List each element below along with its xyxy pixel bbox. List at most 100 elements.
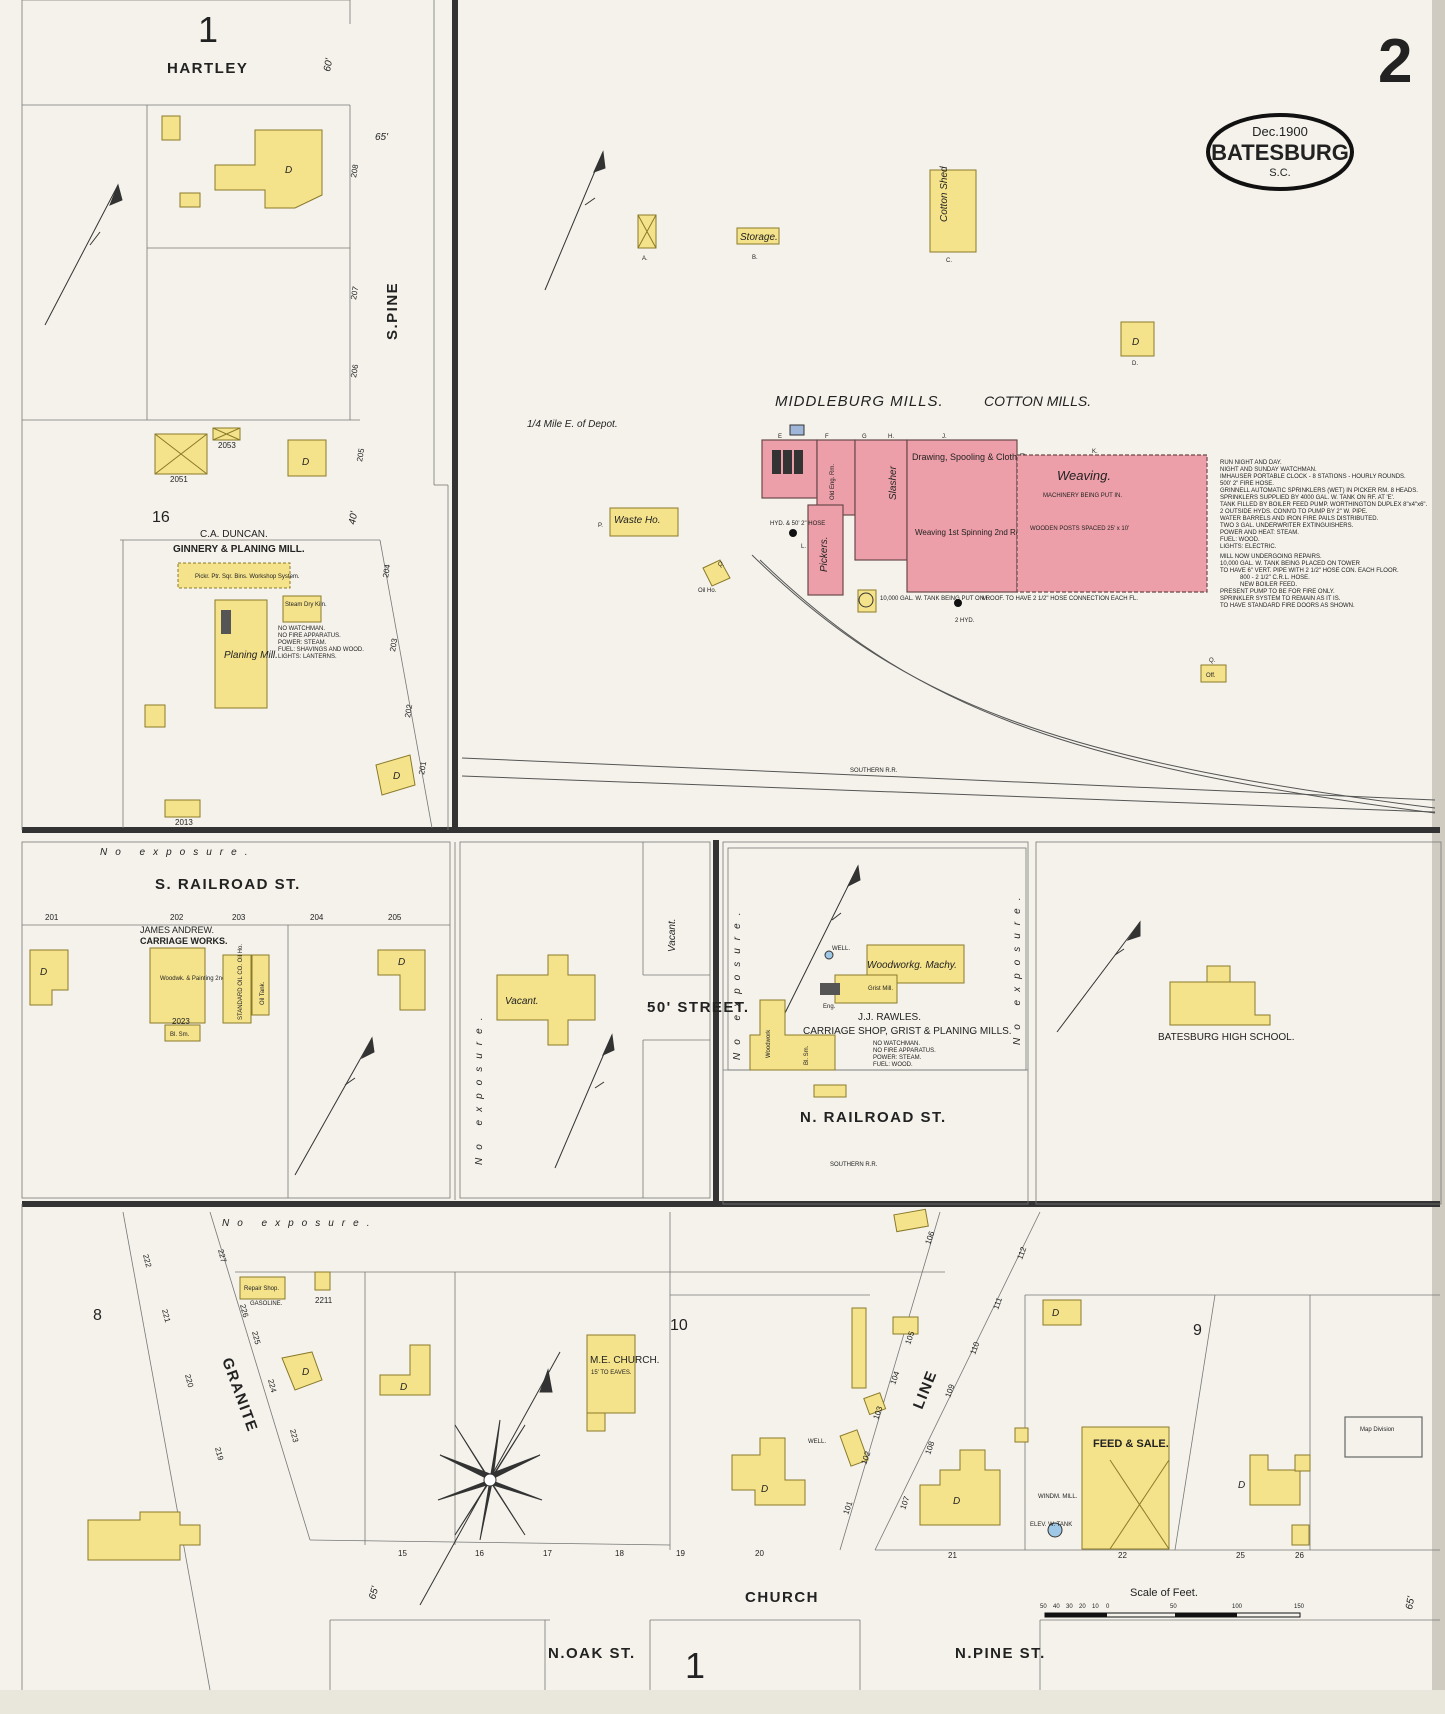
adjoining-sheet-bottom: 1 bbox=[685, 1645, 705, 1686]
church-eaves-label: 15' TO EAVES. bbox=[591, 1370, 632, 1376]
ginnery-note-2: POWER: STEAM. bbox=[278, 640, 327, 646]
north-arrows bbox=[44, 150, 1141, 1176]
adjoining-sheet-top: 1 bbox=[198, 9, 218, 50]
hn-line-106: 106 bbox=[923, 1230, 936, 1246]
hn-church-26: 26 bbox=[1295, 1551, 1304, 1560]
letter-F: F bbox=[825, 434, 829, 440]
hn-line-104: 104 bbox=[888, 1370, 901, 1386]
granite-dwelling-label-2: D bbox=[400, 1382, 407, 1393]
letter-A: A. bbox=[642, 256, 648, 262]
block-number-9: 9 bbox=[1193, 1322, 1202, 1339]
rawles-eng-label: Eng. bbox=[823, 1004, 836, 1010]
hn-granite-224: 224 bbox=[266, 1378, 278, 1394]
hn-granite-220: 220 bbox=[183, 1373, 195, 1389]
no-exposure-3: No exposure. bbox=[474, 1010, 485, 1165]
scale-tick-30: 30 bbox=[1066, 1604, 1073, 1610]
mill-note-2: IMHAUSER PORTABLE CLOCK - 8 STATIONS - H… bbox=[1220, 474, 1406, 480]
middleburg-mills: MIDDLEBURG MILLS. COTTON MILLS. 1/4 Mile… bbox=[527, 393, 1208, 624]
block-hartley-buildings: D D 208 207 206 205 2053 2051 bbox=[154, 115, 366, 484]
hn-granite-222: 222 bbox=[141, 1253, 153, 1269]
hartley-dwelling-label-2: D bbox=[302, 457, 309, 468]
letter-B: B. bbox=[752, 255, 758, 261]
carriage-name: CARRIAGE WORKS. bbox=[140, 936, 228, 946]
letter-E: E bbox=[778, 434, 782, 440]
street-n-pine: N.PINE ST. bbox=[955, 1645, 1046, 1662]
frontage-65-right: 65' bbox=[1404, 1595, 1417, 1611]
mill-tank-note: 10,000 GAL. W. TANK BEING PUT ON ROOF. T… bbox=[880, 596, 1138, 602]
gasoline-label: GASOLINE. bbox=[250, 1301, 283, 1307]
letter-J: J. bbox=[942, 434, 947, 440]
hn-rr-202: 202 bbox=[170, 913, 184, 922]
mill-note-17: NEW BOILER FEED. bbox=[1240, 582, 1297, 588]
mill-note-16: 800 - 2 1/2" C.R.L. HOSE. bbox=[1240, 575, 1310, 581]
mill-note-9: TWO 3 GAL. UNDERWRITER EXTINGUISHERS. bbox=[1220, 523, 1354, 529]
scale-tick-150: 150 bbox=[1294, 1604, 1305, 1610]
no-exposure-4: No exposure. bbox=[732, 905, 743, 1060]
cartouche-town: BATESBURG bbox=[1211, 140, 1349, 165]
rawles-name: CARRIAGE SHOP, GRIST & PLANING MILLS. bbox=[803, 1026, 1012, 1037]
outbuilding-d-label: D bbox=[1132, 337, 1139, 348]
letter-P: Q. bbox=[718, 562, 725, 568]
line-dwelling-label-2: D bbox=[953, 1496, 960, 1507]
letter-K: K. bbox=[1092, 449, 1098, 455]
hn-line-111: 111 bbox=[991, 1296, 1004, 1311]
letter-G: G bbox=[862, 434, 867, 440]
scale-tick-0: 0 bbox=[1106, 1604, 1110, 1610]
hn-line-103: 103 bbox=[871, 1405, 884, 1421]
railroad-tracks bbox=[461, 554, 1436, 814]
bottom-row-lots bbox=[21, 1204, 1440, 1691]
mill-note-12: LIGHTS: ELECTRIC. bbox=[1220, 544, 1277, 550]
hn-granite-219: 219 bbox=[213, 1446, 225, 1462]
scale-tick-100: 100 bbox=[1232, 1604, 1243, 1610]
repair-shop-label: Repair Shop. bbox=[244, 1286, 279, 1292]
rawles-note-0: NO WATCHMAN. bbox=[873, 1041, 920, 1047]
rawles-note-3: FUEL: WOOD. bbox=[873, 1062, 913, 1068]
ginnery-gin-label: Pickr. Ptr. Sqr. Bins. Workshop System. bbox=[195, 574, 300, 580]
frontage-65-left: 65' bbox=[367, 1584, 381, 1600]
letter-D: D. bbox=[1132, 361, 1138, 367]
scale-tick-50l: 50 bbox=[1040, 1604, 1047, 1610]
office-label: Off. bbox=[1206, 673, 1216, 679]
hn-rr-205: 205 bbox=[388, 913, 402, 922]
mill-note-10: POWER AND HEAT: STEAM. bbox=[1220, 530, 1299, 536]
mill-note-3: 500' 2" FIRE HOSE. bbox=[1220, 481, 1274, 487]
storage-label: Storage. bbox=[740, 232, 778, 243]
mill-hyd1: HYD. & 50' 2" HOSE bbox=[770, 521, 825, 527]
sheet-number: 2 bbox=[1378, 27, 1412, 96]
scale-tick-50: 50 bbox=[1170, 1604, 1177, 1610]
scale-tick-10: 10 bbox=[1092, 1604, 1099, 1610]
paper-margin bbox=[0, 1690, 1445, 1714]
hn-granite-2211: 2211 bbox=[315, 1296, 333, 1305]
street-church: CHURCH bbox=[745, 1589, 819, 1606]
ginnery-owner: C.A. DUNCAN. bbox=[200, 529, 268, 540]
letter-L: L. bbox=[801, 544, 806, 550]
hn-2051: 2051 bbox=[170, 475, 188, 484]
rawles-well-label: WELL. bbox=[832, 946, 850, 952]
mill-type: COTTON MILLS. bbox=[984, 393, 1091, 409]
vacant-building-label: Vacant. bbox=[505, 996, 539, 1007]
hn-rr-2023: 2023 bbox=[172, 1017, 190, 1026]
vacant-lot-label: Vacant. bbox=[667, 918, 678, 952]
elev-tank-label: ELEV. W. TANK bbox=[1030, 1522, 1072, 1528]
block9-dwelling-label-2: D bbox=[1238, 1480, 1245, 1491]
hn-line-109: 109 bbox=[943, 1383, 956, 1399]
scale-tick-20: 20 bbox=[1079, 1604, 1086, 1610]
block-number-10: 10 bbox=[670, 1317, 688, 1334]
hn-208: 208 bbox=[349, 163, 360, 178]
granite-dwelling-label: D bbox=[302, 1367, 309, 1378]
frontage-60: 60' bbox=[322, 57, 335, 73]
hn-line-108: 108 bbox=[923, 1440, 936, 1456]
cartouche-date: Dec.1900 bbox=[1252, 124, 1308, 139]
mill-slasher-label: Slasher bbox=[888, 465, 899, 500]
windmill-label: WINDM. MILL. bbox=[1038, 1494, 1078, 1500]
compass-rose bbox=[419, 1351, 561, 1606]
mill-note-7: 2 OUTSIDE HYDS. CONN'D TO PUMP BY 2" W. … bbox=[1220, 509, 1368, 515]
hn-rr-201: 201 bbox=[45, 913, 59, 922]
mill-note-19: SPRINKLER SYSTEM TO REMAIN AS IT IS. bbox=[1220, 596, 1341, 602]
hn-line-112: 112 bbox=[1015, 1245, 1028, 1261]
hn-line-102: 102 bbox=[859, 1450, 872, 1466]
stamp-text: Map Division bbox=[1360, 1427, 1394, 1433]
hn-granite-227: 227 bbox=[216, 1248, 228, 1264]
street-n-oak: N.OAK ST. bbox=[548, 1645, 636, 1662]
